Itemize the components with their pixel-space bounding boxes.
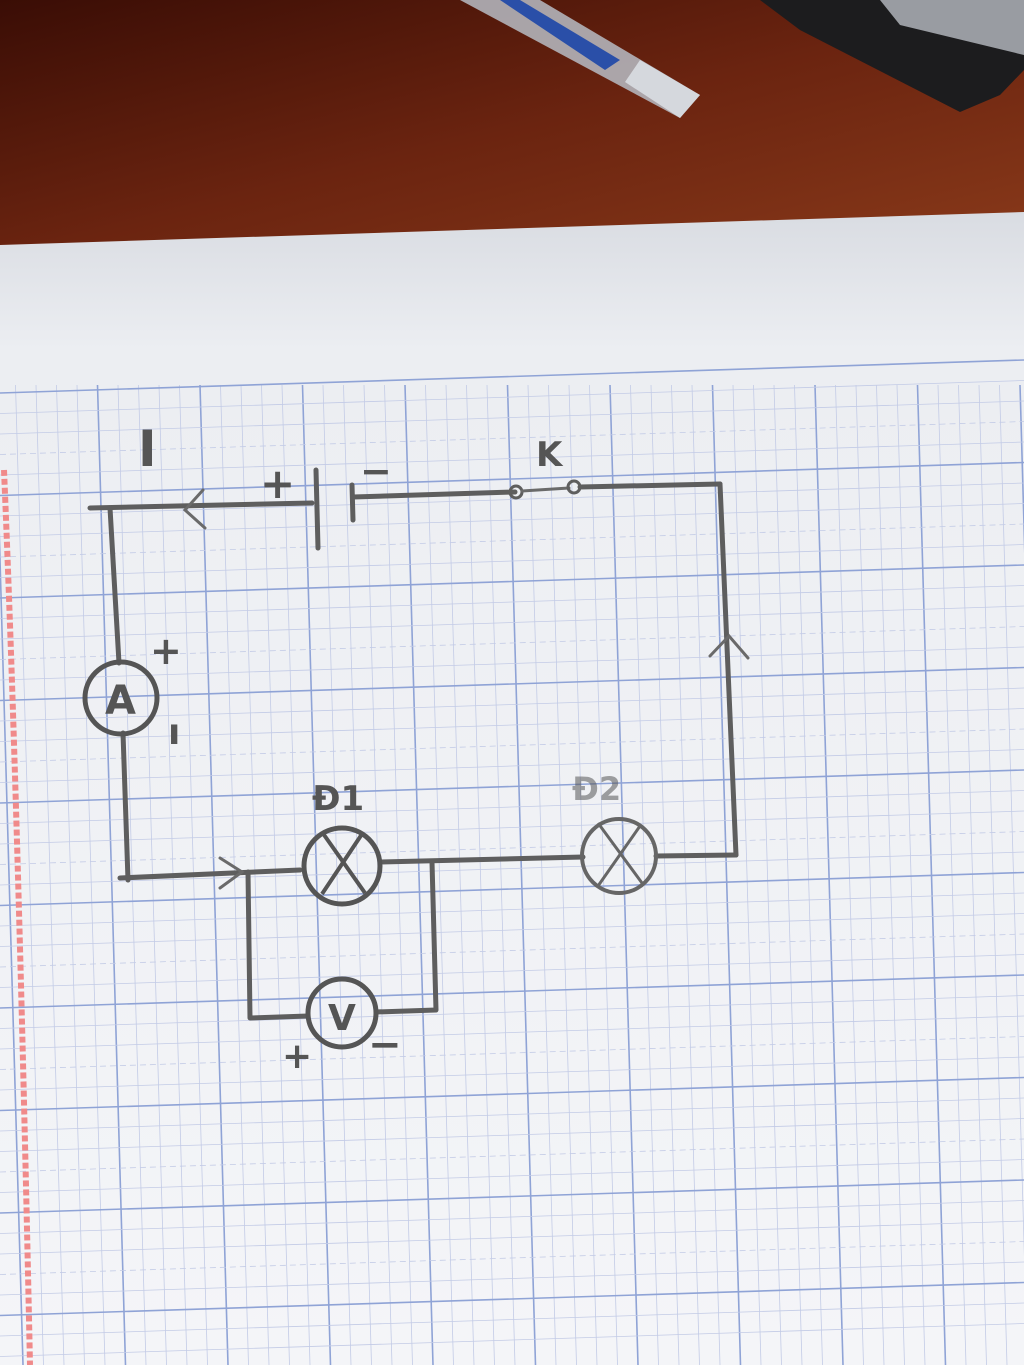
switch-label: K xyxy=(536,435,564,475)
circuit-diagram xyxy=(87,467,750,1021)
wire-left-lower xyxy=(120,730,131,883)
lamp-2 xyxy=(580,817,658,895)
current-arrow-right xyxy=(708,633,750,660)
battery-plate-long xyxy=(313,467,321,551)
battery-plus-label: + xyxy=(260,459,295,508)
ammeter-plus-label: + xyxy=(150,629,182,673)
wire-bottom-right xyxy=(653,852,739,859)
wire-bottom-left xyxy=(117,867,303,881)
wire-voltmeter-right xyxy=(373,859,439,1015)
voltmeter-label: V xyxy=(328,998,356,1039)
graph-paper-grid xyxy=(0,359,1024,1365)
voltmeter-minus-label: − xyxy=(368,1022,402,1068)
lamp-1 xyxy=(301,825,383,907)
wire-right xyxy=(717,481,739,858)
ammeter: A xyxy=(82,659,160,737)
ammeter-minus-label: ı xyxy=(168,712,180,753)
pen-left xyxy=(460,0,700,118)
battery-plate-short xyxy=(349,482,356,523)
switch-lever xyxy=(520,486,571,493)
paper-sheet xyxy=(0,212,1024,1365)
voltmeter: V xyxy=(305,976,379,1050)
ammeter-label: A xyxy=(105,678,136,724)
voltmeter-plus-label: + xyxy=(282,1036,312,1077)
wire-bottom-middle xyxy=(377,854,586,865)
current-label: I xyxy=(138,420,157,478)
wire-left-upper xyxy=(107,505,122,666)
margin-stripe xyxy=(1,469,33,1365)
wire-top-end xyxy=(577,481,723,490)
wire-top-right xyxy=(350,489,518,500)
battery-minus-label: − xyxy=(360,449,392,493)
lamp-1-label: Đ1 xyxy=(312,779,364,819)
wire-top-left xyxy=(87,500,315,511)
current-arrow-top xyxy=(182,488,207,530)
current-arrow-bottom xyxy=(218,856,245,890)
pen-right xyxy=(760,0,1024,112)
wire-voltmeter-left xyxy=(245,869,311,1021)
lamp-2-label: Đ2 xyxy=(572,770,621,808)
